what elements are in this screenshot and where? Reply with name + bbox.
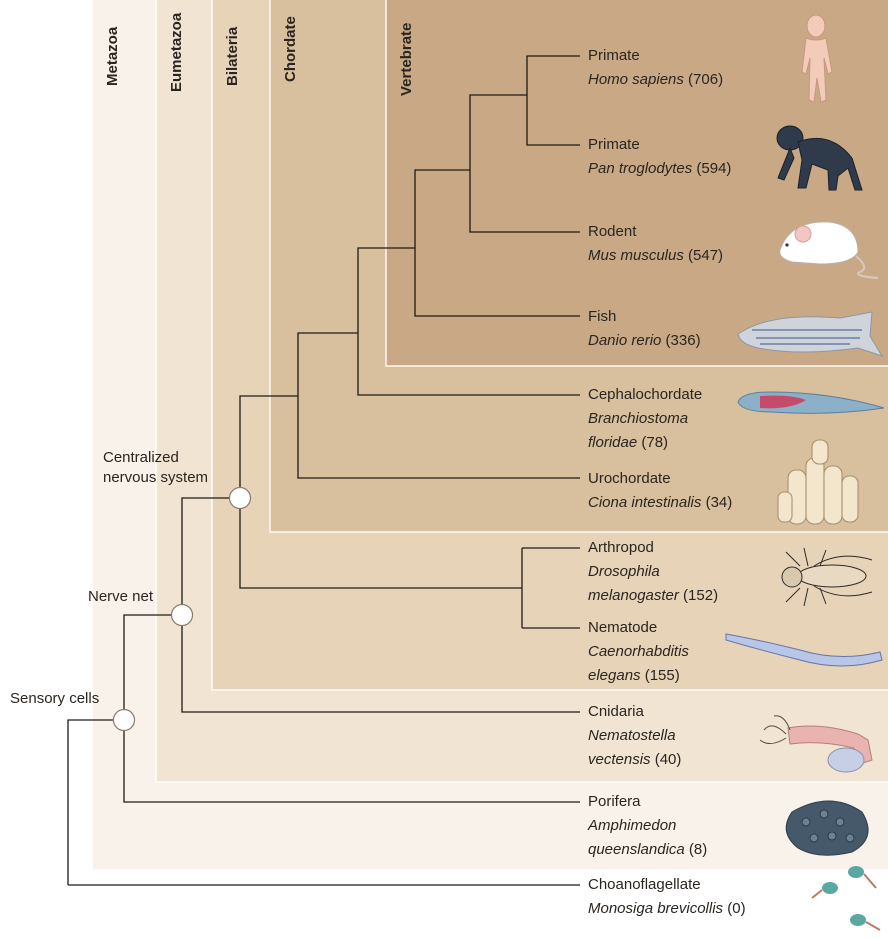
gene-count: (78)	[637, 434, 668, 451]
sensory-cells-node	[114, 710, 135, 731]
taxon-homo-sapiens: Primate Homo sapiens (706)	[588, 44, 723, 92]
gene-count: (0)	[723, 900, 746, 917]
species-name-line1: Drosophila	[588, 560, 718, 584]
taxon-caenorhabditis-elegans: Nematode Caenorhabditis elegans (155)	[588, 616, 689, 688]
taxon-amphimedon-queenslandica: Porifera Amphimedon queenslandica (8)	[588, 790, 707, 862]
chordate-label: Chordate	[282, 16, 299, 82]
species-name: Monosiga brevicollis	[588, 900, 723, 917]
gene-count: (40)	[651, 751, 682, 768]
taxon-nematostella-vectensis: Cnidaria Nematostella vectensis (40)	[588, 700, 681, 772]
taxon-drosophila-melanogaster: Arthropod Drosophila melanogaster (152)	[588, 536, 718, 608]
species-name-line2: melanogaster	[588, 587, 679, 604]
group-name: Primate	[588, 44, 723, 68]
species-name: Danio rerio	[588, 332, 661, 349]
species-name-line2: elegans	[588, 667, 641, 684]
species-name-line1: Caenorhabditis	[588, 640, 689, 664]
cns-node	[230, 488, 251, 509]
gene-count: (155)	[641, 667, 680, 684]
species-name-line2: vectensis	[588, 751, 651, 768]
vertebrate-label: Vertebrate	[398, 23, 415, 96]
gene-count: (8)	[685, 841, 708, 858]
metazoa-label: Metazoa	[104, 27, 121, 86]
group-name: Urochordate	[588, 467, 732, 491]
species-name: Homo sapiens	[588, 71, 684, 88]
species-name: Ciona intestinalis	[588, 494, 701, 511]
group-name: Porifera	[588, 790, 707, 814]
species-name-line1: Amphimedon	[588, 814, 707, 838]
taxon-mus-musculus: Rodent Mus musculus (547)	[588, 220, 723, 268]
gene-count: (706)	[684, 71, 723, 88]
gene-count: (594)	[692, 160, 731, 177]
species-name-line1: Nematostella	[588, 724, 681, 748]
choanoflagellate-icon	[812, 866, 880, 930]
eumetazoa-label: Eumetazoa	[168, 13, 185, 92]
gene-count: (34)	[701, 494, 732, 511]
taxon-pan-troglodytes: Primate Pan troglodytes (594)	[588, 133, 731, 181]
group-name: Choanoflagellate	[588, 873, 746, 897]
taxon-ciona-intestinalis: Urochordate Ciona intestinalis (34)	[588, 467, 732, 515]
group-name: Primate	[588, 133, 731, 157]
gene-count: (152)	[679, 587, 718, 604]
species-name-line1: Branchiostoma	[588, 407, 702, 431]
species-name: Mus musculus	[588, 247, 684, 264]
group-name: Fish	[588, 305, 701, 329]
species-name-line2: floridae	[588, 434, 637, 451]
nerve-net-node	[172, 605, 193, 626]
gene-count: (547)	[684, 247, 723, 264]
taxon-monosiga-brevicollis: Choanoflagellate Monosiga brevicollis (0…	[588, 873, 746, 921]
group-name: Nematode	[588, 616, 689, 640]
group-name: Cnidaria	[588, 700, 681, 724]
sponge-icon	[786, 801, 868, 855]
group-name: Rodent	[588, 220, 723, 244]
cns-label-line2: nervous system	[103, 468, 208, 488]
bilateria-label: Bilateria	[224, 27, 241, 86]
cns-label-line1: Centralized	[103, 448, 208, 468]
species-name-line2: queenslandica	[588, 841, 685, 858]
taxon-danio-rerio: Fish Danio rerio (336)	[588, 305, 701, 353]
taxon-branchiostoma-floridae: Cephalochordate Branchiostoma floridae (…	[588, 383, 702, 455]
species-name: Pan troglodytes	[588, 160, 692, 177]
group-name: Arthropod	[588, 536, 718, 560]
nerve-net-label: Nerve net	[88, 587, 153, 607]
gene-count: (336)	[661, 332, 700, 349]
cns-label: Centralized nervous system	[103, 448, 208, 488]
group-name: Cephalochordate	[588, 383, 702, 407]
sensory-cells-label: Sensory cells	[10, 689, 99, 709]
